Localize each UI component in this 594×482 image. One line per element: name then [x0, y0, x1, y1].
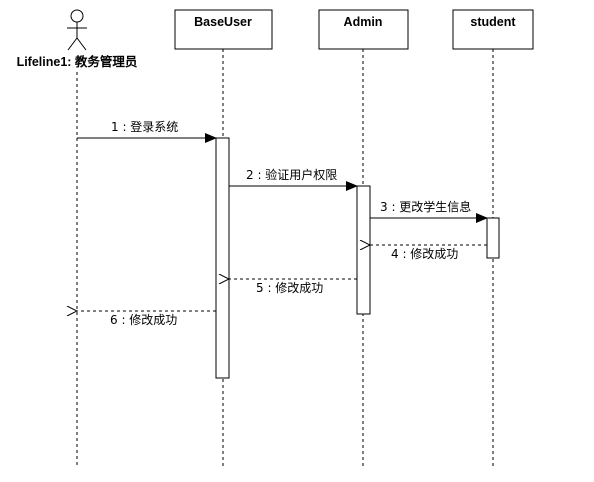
message-1-label: 1 : 登录系统	[111, 119, 178, 134]
actor-label: Lifeline1: 教务管理员	[17, 54, 138, 69]
message-6-label: 6 : 修改成功	[110, 312, 177, 327]
activation-baseuser	[215, 137, 230, 379]
message-2-label: 2 : 验证用户权限	[246, 167, 337, 182]
message-5-label: 5 : 修改成功	[256, 280, 323, 295]
lifeline-label-student: student	[470, 15, 516, 29]
message-4-label: 4 : 修改成功	[391, 246, 458, 261]
lifeline-label-baseuser: BaseUser	[194, 15, 252, 29]
lifeline-head-student: student	[452, 9, 534, 50]
message-3-label: 3 : 更改学生信息	[380, 199, 471, 214]
activation-student	[486, 217, 500, 259]
actor-icon	[67, 9, 87, 51]
activation-admin	[356, 185, 371, 315]
lifeline-head-admin: Admin	[318, 9, 409, 50]
lifeline-head-baseuser: BaseUser	[174, 9, 273, 50]
lifeline-label-admin: Admin	[344, 15, 383, 29]
